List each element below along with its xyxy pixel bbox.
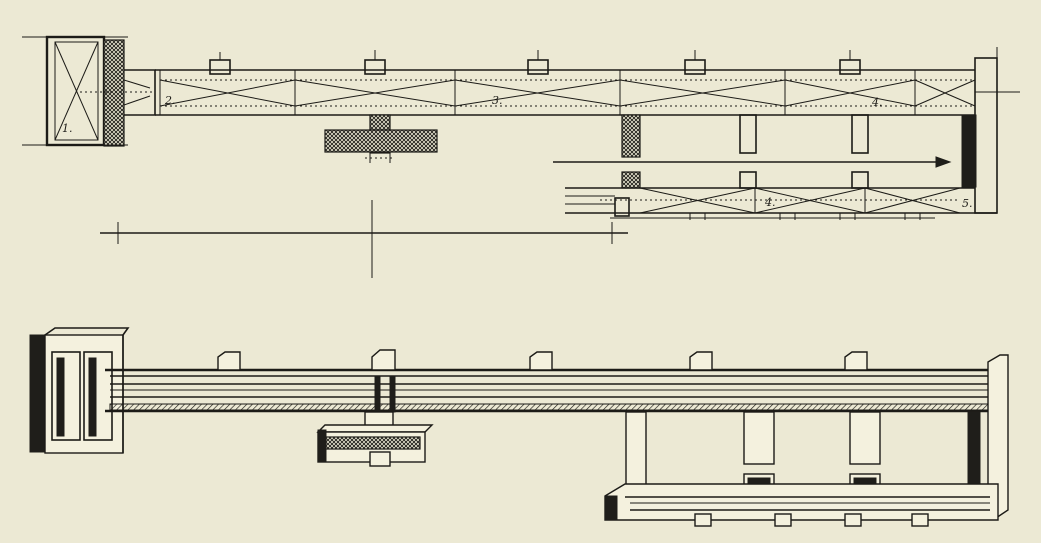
label-3: 3. [492,94,503,107]
return-frame [604,354,1009,527]
segment-dividers [159,70,916,115]
side-furnace [324,114,438,163]
label-4-bottom: 4. [764,196,776,209]
hanging-box [316,411,434,467]
label-chamber-1: 1. [62,122,73,135]
main-channel [80,50,1020,116]
label-4-top: 4. [871,96,883,109]
plan-view: 1. 2. 3. 4. 4. 5. [22,35,1020,278]
label-2: 2. [164,94,176,107]
return-loop [553,47,998,220]
perspective-view [29,327,1009,527]
channel-crosses [159,79,976,107]
axis-lines [100,200,628,278]
valve-boxes [209,50,861,75]
end-block [29,327,130,454]
chamber-1 [22,35,128,147]
long-beam [105,368,1000,413]
beam-caps [217,349,868,413]
label-5: 5. [962,197,973,210]
